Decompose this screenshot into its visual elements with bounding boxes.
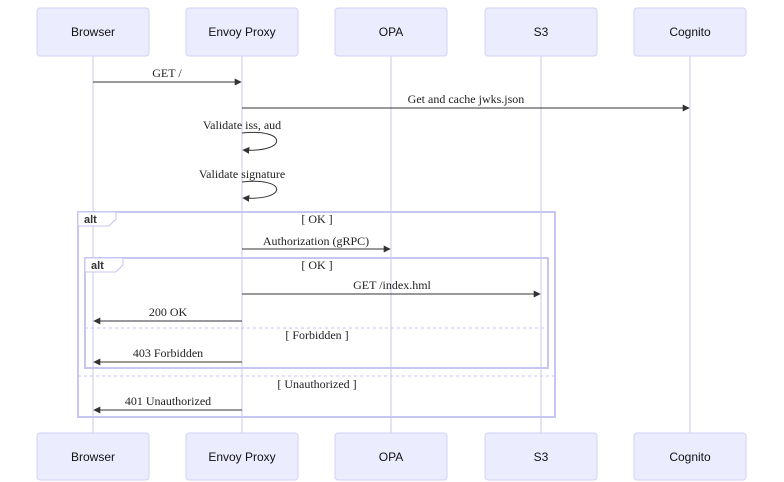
label-401-unauthorized: 401 Unauthorized [125, 394, 211, 408]
outer-alt-keyword: alt [84, 214, 97, 226]
message-403-forbidden: 403 Forbidden [93, 346, 242, 366]
actor-label: Browser [71, 450, 115, 464]
message-get-root: GET / [93, 66, 242, 86]
actor-browser-bottom: Browser [36, 432, 150, 481]
label-authorization: Authorization (gRPC) [263, 234, 369, 248]
outer-alt-tab [77, 211, 117, 227]
message-validate-iss-aud: Validate iss, aud [203, 118, 281, 154]
actor-box [36, 7, 150, 57]
label-validate-iss-aud: Validate iss, aud [203, 118, 281, 132]
actor-browser-top: Browser [36, 7, 150, 57]
inner-alt-fragment: alt [ OK ] [ Forbidden ] [84, 257, 549, 369]
label-200-ok: 200 OK [149, 305, 188, 319]
actor-box [484, 432, 598, 481]
messages: GET / Get and cache jwks.json Validate i… [93, 66, 690, 414]
actor-cognito-top: Cognito [633, 7, 747, 57]
outer-alt-condition-unauthorized: [ Unauthorized ] [277, 377, 356, 391]
inner-alt-frame [84, 257, 549, 369]
actor-envoy-proxy-bottom: Envoy Proxy [185, 432, 299, 481]
actor-label: Browser [71, 25, 115, 39]
actor-box [633, 432, 747, 481]
message-get-jwks: Get and cache jwks.json [242, 92, 690, 112]
arrow-validate-signature [241, 180, 277, 202]
outer-alt-frame [77, 211, 556, 418]
label-get-index: GET /index.hml [353, 278, 431, 292]
actor-box [334, 7, 448, 57]
actor-envoy-proxy-top: Envoy Proxy [185, 7, 299, 57]
actor-label: Cognito [669, 25, 711, 39]
actor-cognito-bottom: Cognito [633, 432, 747, 481]
message-401-unauthorized: 401 Unauthorized [93, 394, 242, 414]
actor-label: S3 [534, 450, 549, 464]
actor-box [185, 7, 299, 57]
arrow-validate-iss-aud [241, 131, 277, 154]
actor-box [36, 432, 150, 481]
actor-opa-top: OPA [334, 7, 448, 57]
label-validate-signature: Validate signature [199, 167, 285, 181]
label-403-forbidden: 403 Forbidden [133, 346, 203, 360]
message-authorization: Authorization (gRPC) [242, 234, 391, 253]
message-get-index: GET /index.hml [242, 278, 541, 298]
inner-alt-keyword: alt [91, 260, 104, 272]
inner-alt-condition-ok: [ OK ] [301, 258, 332, 272]
lifelines [92, 56, 691, 433]
actor-box [633, 7, 747, 57]
actor-s3-bottom: S3 [484, 432, 598, 481]
message-validate-signature: Validate signature [199, 167, 285, 202]
actor-label: Envoy Proxy [208, 450, 275, 464]
actor-label: Envoy Proxy [208, 25, 275, 39]
message-200-ok: 200 OK [93, 305, 242, 325]
label-get-jwks: Get and cache jwks.json [408, 92, 525, 106]
actor-opa-bottom: OPA [334, 432, 448, 481]
actor-label: S3 [534, 25, 549, 39]
actor-box [484, 7, 598, 57]
actor-label: OPA [379, 25, 403, 39]
label-get-root: GET / [152, 66, 182, 80]
actor-s3-top: S3 [484, 7, 598, 57]
actor-label: Cognito [669, 450, 711, 464]
actor-box [185, 432, 299, 481]
inner-alt-condition-forbidden: [ Forbidden ] [285, 328, 348, 342]
actors-top: Browser Envoy Proxy OPA S3 Cognito [36, 7, 747, 57]
outer-alt-fragment: alt [ OK ] [ Unauthorized ] [77, 211, 556, 418]
outer-alt-condition-ok: [ OK ] [301, 212, 332, 226]
actors-bottom: Browser Envoy Proxy OPA S3 Cognito [36, 432, 747, 481]
actor-label: OPA [379, 450, 403, 464]
inner-alt-tab [84, 257, 124, 273]
actor-box [334, 432, 448, 481]
